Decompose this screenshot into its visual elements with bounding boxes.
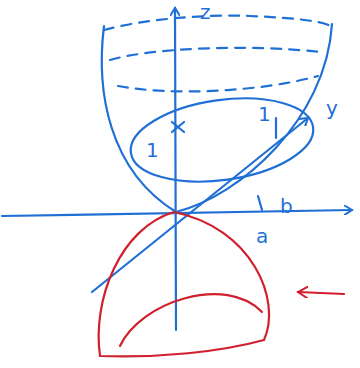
tick bbox=[258, 118, 276, 210]
dimension-label: b bbox=[280, 196, 293, 216]
value-label: 1 bbox=[258, 104, 271, 124]
axis-label: z bbox=[200, 2, 211, 22]
value-label: 1 bbox=[146, 140, 159, 160]
pointer-arrow bbox=[298, 292, 344, 294]
paraboloid-surface bbox=[102, 24, 332, 212]
red-base-curve bbox=[120, 294, 262, 346]
red-region bbox=[99, 212, 269, 356]
axis-label: y bbox=[326, 98, 338, 118]
paraboloid-rim bbox=[104, 16, 332, 92]
y-axis bbox=[92, 118, 308, 292]
z-axis bbox=[175, 8, 176, 330]
dimension-label: a bbox=[256, 226, 268, 246]
center-mark bbox=[172, 122, 184, 132]
level-ellipse bbox=[125, 88, 318, 193]
